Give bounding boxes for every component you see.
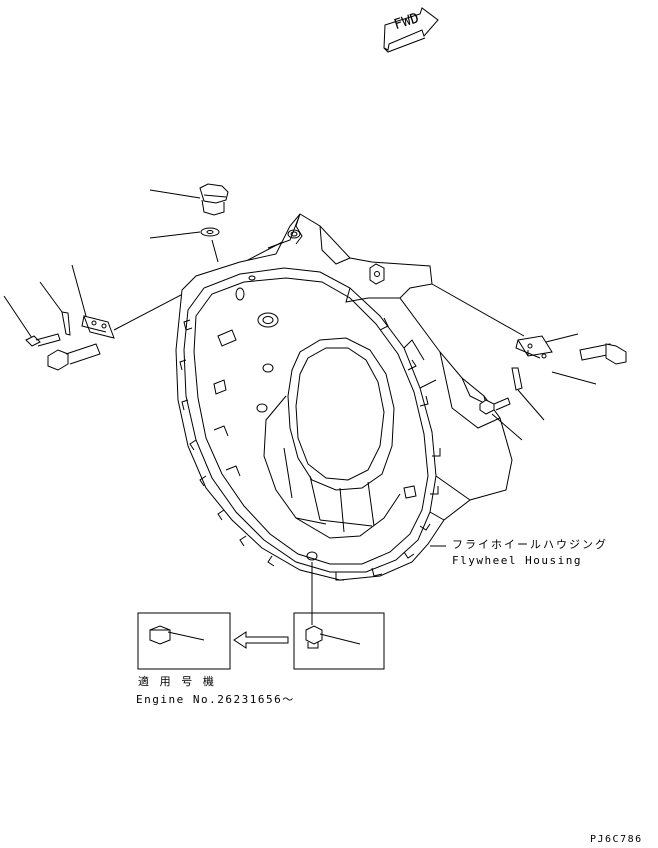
drawing-code: PJ6C786: [590, 834, 643, 845]
left-bracket-part: [61, 311, 115, 339]
housing-label-jp: フライホイールハウジング: [452, 538, 608, 551]
leader-line: [149, 231, 201, 239]
right-bracket-part: [511, 335, 553, 391]
plug-bolt-part: [199, 183, 229, 216]
flywheel-housing: [175, 213, 513, 581]
new-part-detail-box: [137, 612, 231, 670]
plug-old-icon: [305, 625, 323, 649]
replacement-arrow-icon: [233, 631, 289, 649]
flange-bolt-part: [47, 343, 101, 371]
washer-part: [200, 227, 220, 237]
fwd-arrow-icon: [383, 7, 439, 53]
bolt-part: [25, 333, 61, 347]
bolt-right-part: [479, 397, 511, 415]
applicability-label-jp: 適 用 号 機: [138, 675, 216, 688]
flange-bolt-right-part: [579, 343, 627, 365]
top-bracket-part: [369, 263, 385, 285]
applicability-label-en: Engine No.26231656～: [136, 693, 295, 706]
housing-label-en: Flywheel Housing: [452, 554, 582, 567]
leader-line: [149, 189, 201, 199]
plug-new-icon: [149, 625, 171, 645]
old-part-detail-box: [293, 612, 385, 670]
